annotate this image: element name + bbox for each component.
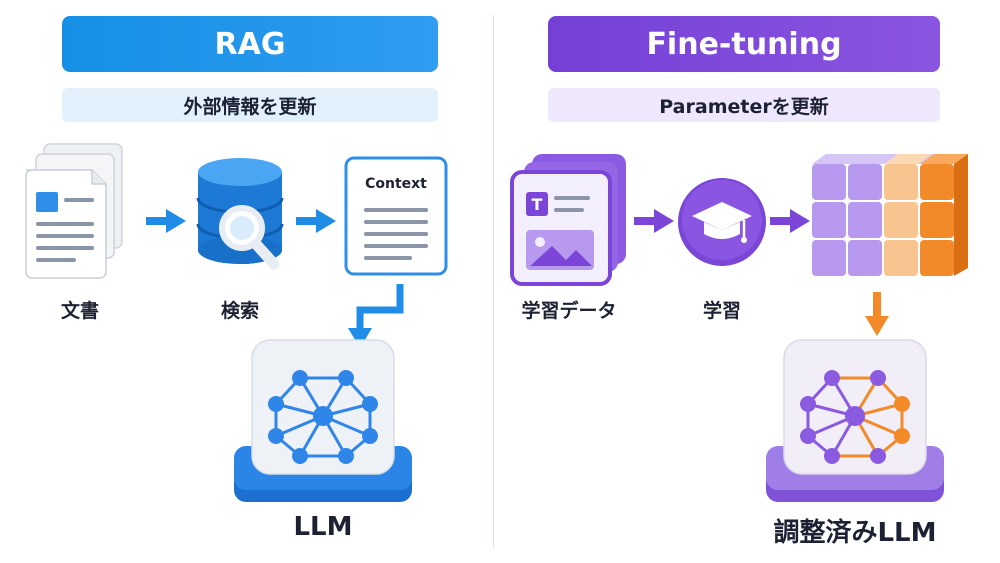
training-data-cards-icon: T <box>510 154 626 286</box>
rag-step1-label: 文書 <box>60 300 99 322</box>
graduation-cap-icon <box>678 178 766 266</box>
arrow-right-icon <box>770 209 810 233</box>
svg-text:T: T <box>532 195 543 214</box>
arrow-right-icon <box>634 209 674 233</box>
finetune-result-label: 調整済みLLM <box>773 518 937 548</box>
arrow-right-icon <box>146 209 186 233</box>
rag-title-banner: RAG <box>62 16 438 72</box>
finetune-subtitle: Parameterを更新 <box>659 95 829 118</box>
rag-subtitle-box: 外部情報を更新 <box>62 88 438 122</box>
arrow-right-icon <box>296 209 336 233</box>
finetune-title: Fine-tuning <box>646 26 842 62</box>
section-divider <box>493 15 494 548</box>
database-search-icon <box>196 158 284 270</box>
tuned-network-cube-icon <box>766 339 944 502</box>
finetune-subtitle-box: Parameterを更新 <box>548 88 940 122</box>
finetune-step1-label: 学習データ <box>521 300 617 322</box>
rag-step2-label: 検索 <box>220 300 259 322</box>
parameter-blocks-icon <box>812 154 968 276</box>
finetune-step2-label: 学習 <box>702 300 741 322</box>
rag-subtitle: 外部情報を更新 <box>183 95 317 118</box>
document-stack-icon <box>25 143 123 279</box>
rag-title: RAG <box>214 26 286 62</box>
context-document-icon <box>344 156 448 276</box>
context-label: Context <box>365 176 427 192</box>
arrow-down-icon <box>348 284 404 348</box>
network-cube-icon <box>234 339 412 502</box>
rag-result-label: LLM <box>293 512 353 542</box>
finetune-title-banner: Fine-tuning <box>548 16 940 72</box>
arrow-down-icon <box>865 292 889 336</box>
